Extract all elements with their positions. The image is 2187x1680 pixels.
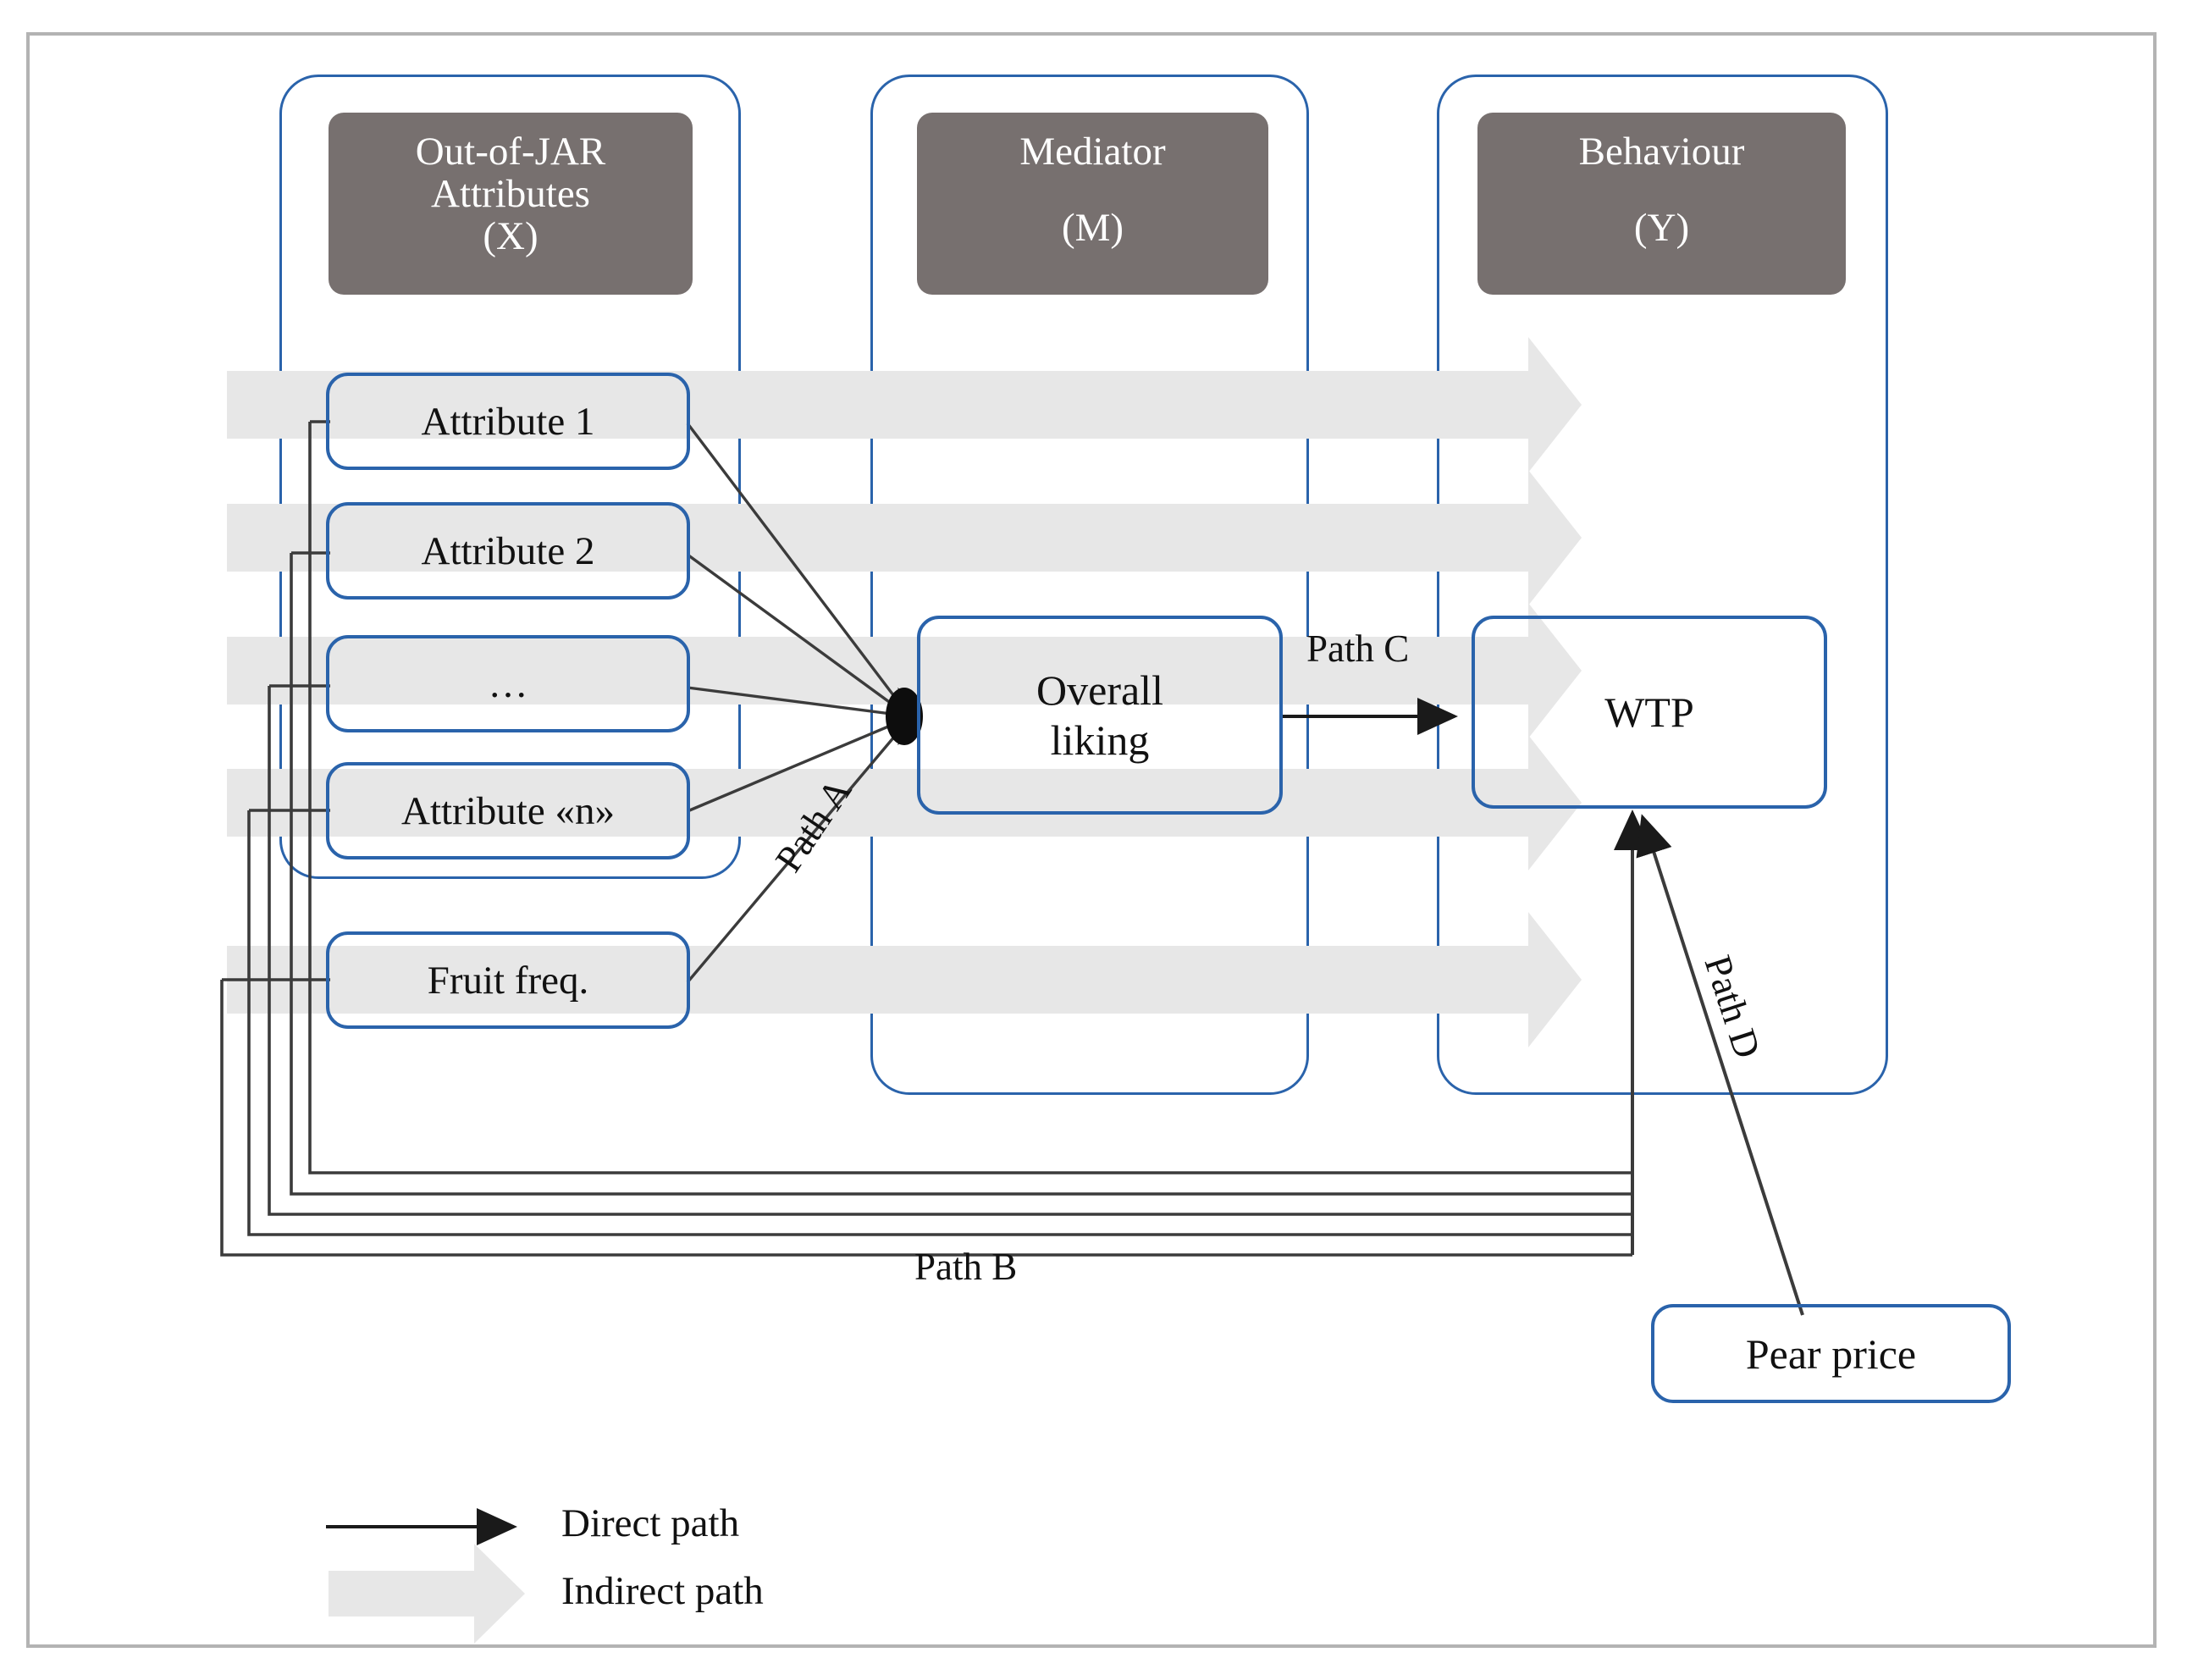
path-b-label: Path B xyxy=(914,1246,1018,1288)
column-header-m-line3: (M) xyxy=(1061,205,1124,250)
column-header-y-line3: (Y) xyxy=(1633,205,1690,250)
covariate-node-pear-price-label: Pear price xyxy=(1745,1329,1917,1378)
column-header-y-line1: Behaviour xyxy=(1578,130,1745,174)
path-d-line xyxy=(1636,814,1804,1316)
mediator-node-line2: liking xyxy=(1050,716,1150,764)
attribute-node-ellipsis-label: … xyxy=(488,661,528,706)
attribute-node-1-label: Attribute 1 xyxy=(421,399,595,444)
path-b-stubs xyxy=(222,420,330,981)
column-header-x-line3: (X) xyxy=(483,213,538,258)
path-c-label: Path C xyxy=(1306,627,1410,670)
column-header-y: Behaviour (Y) xyxy=(1477,113,1846,295)
mediator-node-line1: Overall xyxy=(1036,666,1163,714)
legend-label-direct-path: Direct path xyxy=(561,1501,740,1545)
path-a-lines xyxy=(686,422,906,984)
column-container-y xyxy=(1437,75,1888,1095)
mediator-node-overall-liking[interactable]: Overall liking xyxy=(917,616,1283,815)
covariate-node-pear-price[interactable]: Pear price xyxy=(1651,1304,2011,1403)
outcome-node-wtp[interactable]: WTP xyxy=(1472,616,1827,809)
attribute-node-1[interactable]: Attribute 1 xyxy=(326,373,690,470)
column-header-m-line1: Mediator xyxy=(1019,130,1166,174)
legend-indirect-arrow xyxy=(329,1544,525,1644)
attribute-node-fruit-freq[interactable]: Fruit freq. xyxy=(326,931,690,1029)
column-header-m: Mediator (M) xyxy=(917,113,1268,295)
outcome-node-wtp-label: WTP xyxy=(1604,688,1694,736)
attribute-node-n-label: Attribute «n» xyxy=(401,788,615,833)
path-b-routes xyxy=(220,422,1632,1257)
column-container-x xyxy=(279,75,741,879)
column-header-x-line2: Attributes xyxy=(431,171,590,216)
attribute-node-2[interactable]: Attribute 2 xyxy=(326,502,690,600)
attribute-node-fruit-freq-label: Fruit freq. xyxy=(427,958,589,1003)
indirect-path-bands xyxy=(227,337,1582,1047)
path-a-convergence-dot xyxy=(886,688,923,745)
attribute-node-2-label: Attribute 2 xyxy=(421,528,595,573)
legend-label-indirect-path: Indirect path xyxy=(561,1569,764,1613)
column-container-m xyxy=(870,75,1309,1095)
column-header-x: Out-of-JAR Attributes (X) xyxy=(329,113,693,295)
attribute-node-n[interactable]: Attribute «n» xyxy=(326,762,690,859)
column-header-x-line1: Out-of-JAR xyxy=(415,130,606,174)
figure-frame xyxy=(26,32,2157,1648)
attribute-node-ellipsis[interactable]: … xyxy=(326,635,690,732)
